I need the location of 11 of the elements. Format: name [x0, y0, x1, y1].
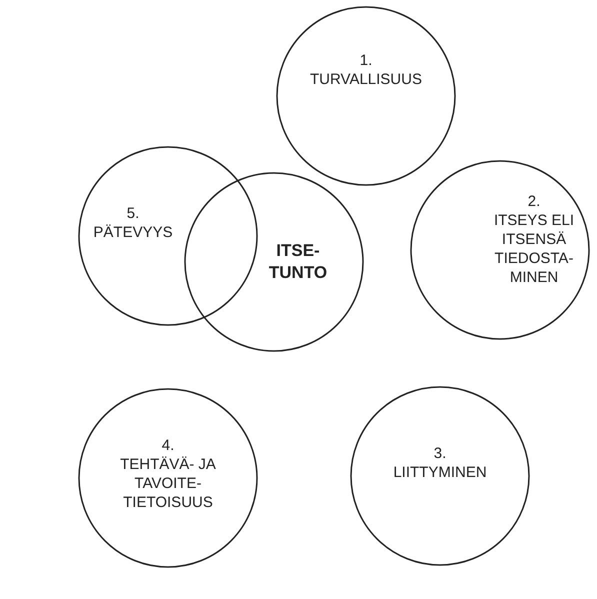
number-label: 5. [126, 204, 140, 223]
circle-label: TURVALLISUUS [309, 70, 423, 89]
circle-label: TEHTÄVÄ- JA TAVOITE- TIETOISUUS [119, 455, 217, 512]
number-label: 4. [160, 436, 176, 455]
circle-label: ITSEYS ELI ITSENSÄ TIEDOSTA- MINEN [492, 211, 576, 287]
circle-label: PÄTEVYYS [92, 223, 174, 242]
number-label: 3. [432, 444, 448, 463]
circle-label: LIITTYMINEN [392, 463, 488, 482]
number-label: 1. [358, 51, 374, 70]
number-label: 2. [526, 192, 542, 211]
circle-label: ITSE- TUNTO [268, 240, 328, 284]
